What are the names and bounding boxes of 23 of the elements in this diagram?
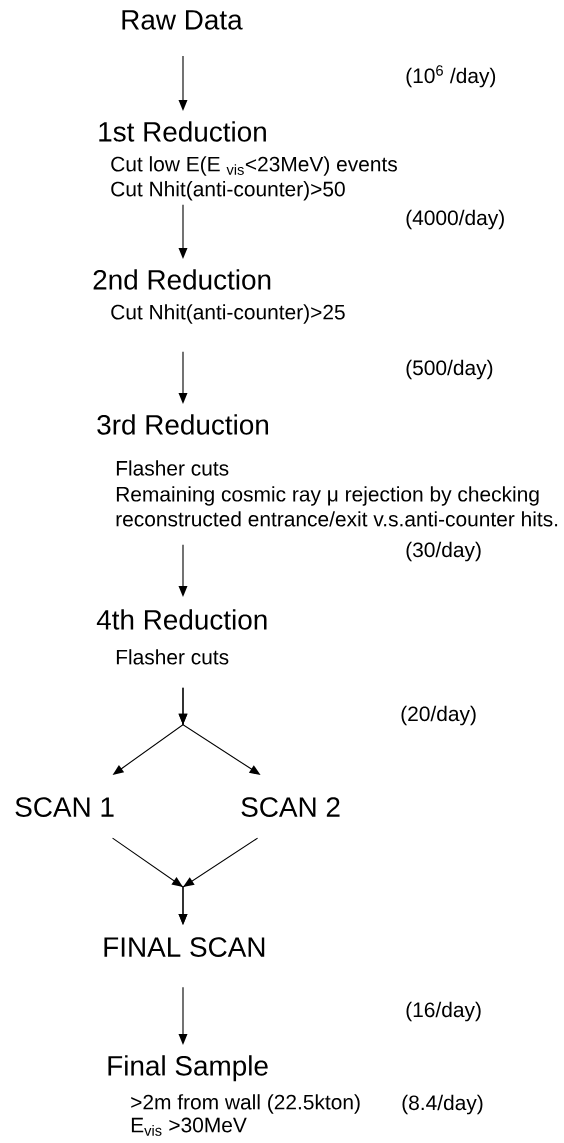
step-label: FINAL SCAN: [104, 937, 265, 957]
step-label: SCAN 1: [15, 797, 114, 817]
arrow: [178, 544, 188, 597]
step-label: 1st Reduction Cut low E(E $_{vis}$<23MeV) events Cut Nhit(anti-counter)>50: [99, 121, 397, 201]
arrow: [178, 687, 261, 775]
rate-label: (16/day): [406, 1001, 481, 1022]
step-label: 2nd Reduction Cut Nhit(anti-counter)>25: [93, 269, 345, 324]
step-label: Final Sample >2m from wall (22.5kton) E$_{vis}$ >30MeV: [108, 1055, 360, 1136]
rate-label: (500/day): [406, 359, 493, 380]
arrow: [178, 351, 188, 404]
arrow: [178, 837, 259, 925]
step-label: 4th Reduction Flasher cuts: [96, 609, 267, 665]
step-label: Raw Data: [122, 10, 243, 30]
rate-label: (20/day): [401, 705, 476, 726]
rate-label: (8.4/day): [402, 1094, 483, 1115]
rate-label: (10$^{6}$ /day): [406, 65, 496, 88]
rate-label: (30/day): [406, 541, 481, 562]
arrow: [178, 204, 188, 259]
step-label: SCAN 2: [241, 797, 340, 817]
rate-label: (4000/day): [406, 209, 504, 230]
arrow: [178, 55, 188, 111]
arrow: [178, 986, 188, 1045]
step-label: 3rd Reduction Flasher cuts Remaining cosmic ray μ rejection by checking reconstructed entrance/exit v.s.anti-counter hits.: [97, 414, 558, 527]
